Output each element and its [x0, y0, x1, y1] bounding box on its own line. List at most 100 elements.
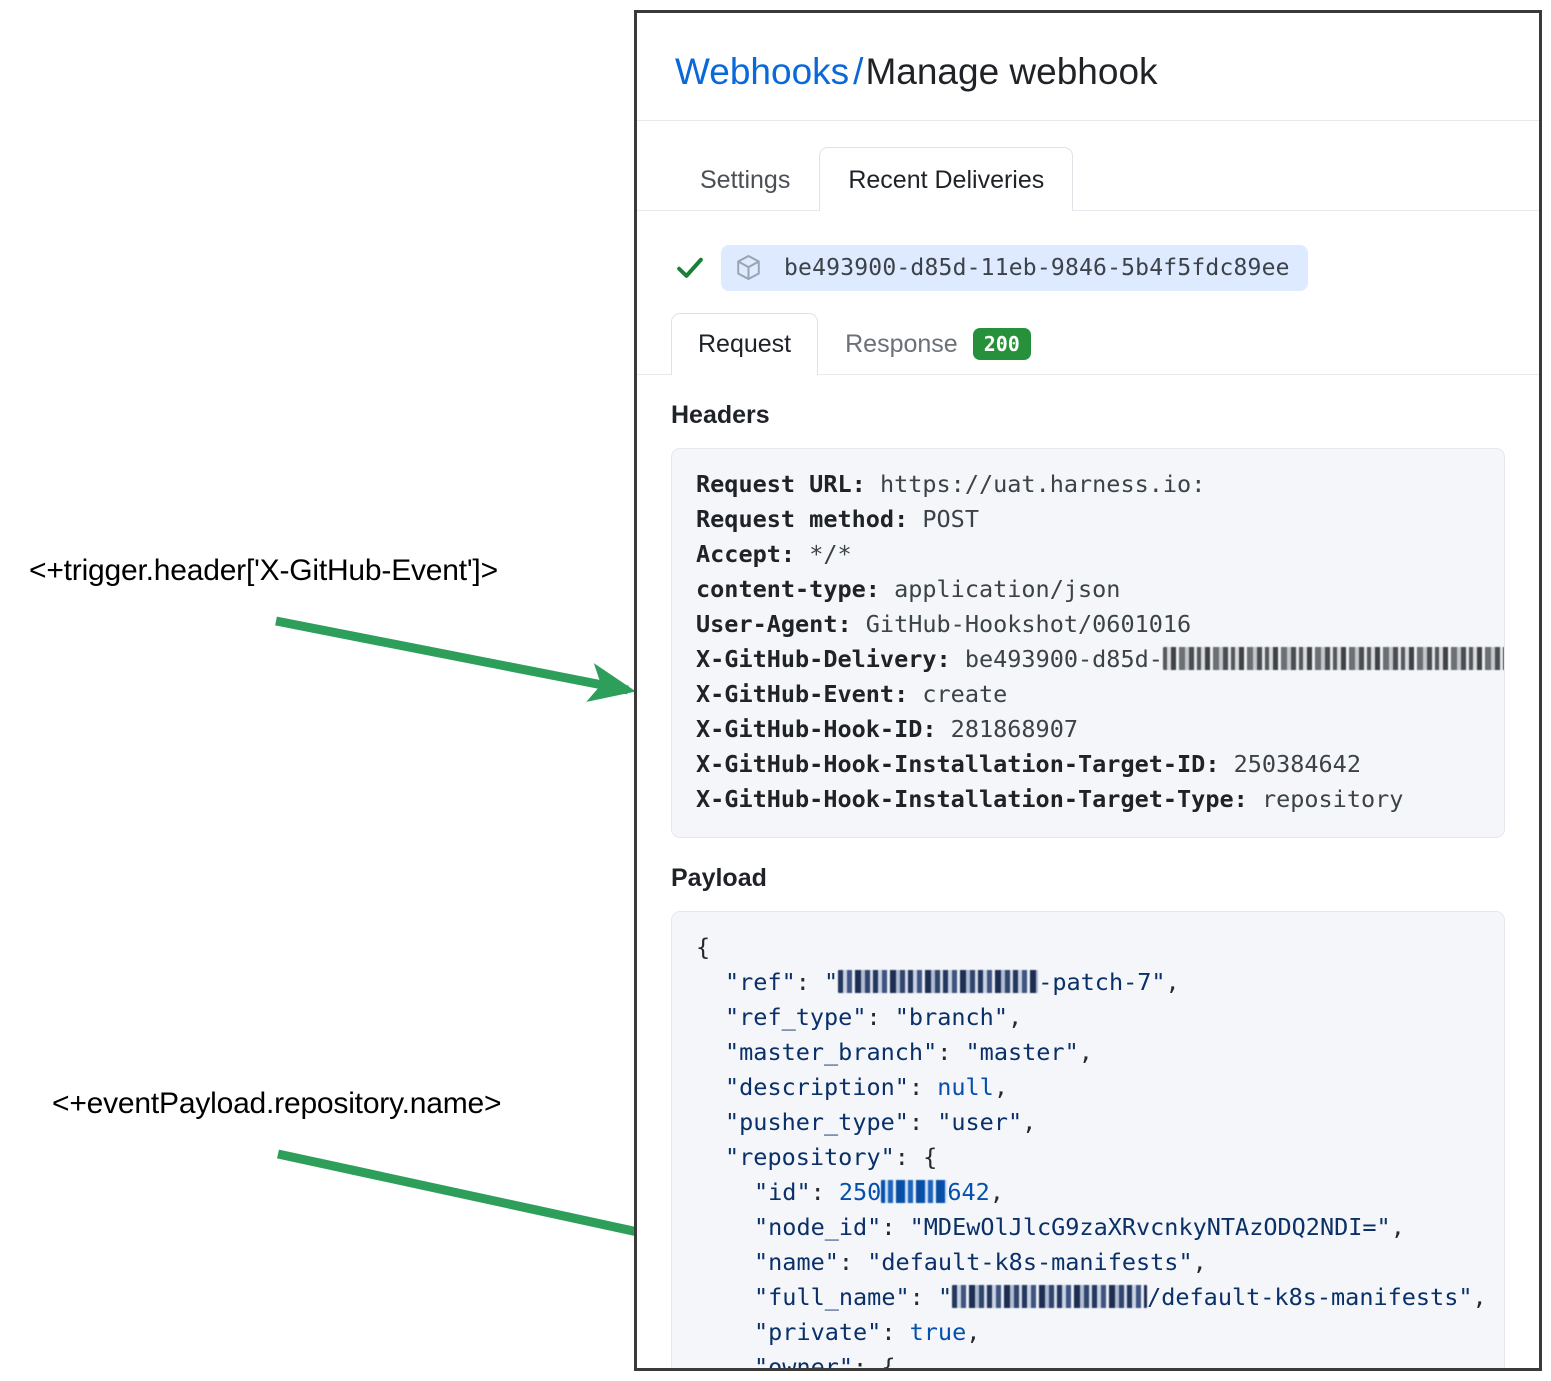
payload-token: ,	[993, 1072, 1008, 1101]
tab-recent-deliveries[interactable]: Recent Deliveries	[819, 146, 1074, 212]
payload-token: ,	[966, 1317, 981, 1346]
header-value: https://uat.harness.io:	[879, 469, 1206, 498]
header-key: Request URL:	[696, 469, 880, 498]
payload-line: "pusher_type": "user",	[696, 1105, 1482, 1140]
payload-token: ,	[1192, 1247, 1207, 1276]
webhook-tabs: Settings Recent Deliveries	[637, 146, 1539, 212]
header-value: POST	[922, 504, 979, 533]
payload-token: "name"	[754, 1247, 839, 1276]
payload-token: "full_name"	[754, 1282, 910, 1311]
breadcrumb-link-webhooks[interactable]: Webhooks	[675, 51, 850, 92]
header-key: X-GitHub-Hook-Installation-Target-ID:	[696, 749, 1234, 778]
check-icon	[677, 257, 703, 278]
payload-token: : {	[894, 1142, 938, 1171]
payload-token: "MDEwOlJlcG9zaXRvcnkyNTAzODQ2NDI="	[909, 1212, 1391, 1241]
payload-token: :	[881, 1317, 910, 1346]
payload-token: "	[824, 967, 839, 996]
payload-token: null	[937, 1072, 994, 1101]
payload-code-block: {"ref": "-patch-7","ref_type": "branch",…	[671, 910, 1505, 1371]
header-key: Accept:	[696, 539, 810, 568]
payload-token: "ref"	[725, 967, 796, 996]
payload-token: :	[909, 1282, 938, 1311]
header-key: content-type:	[696, 574, 895, 603]
redacted-value	[952, 1284, 1148, 1308]
headers-code-block: Request URL: https://uat.harness.io:Requ…	[671, 447, 1505, 838]
payload-line: "private": true,	[696, 1315, 1482, 1350]
redacted-value	[881, 1179, 948, 1203]
header-row: X-GitHub-Delivery: be493900-d85d-	[696, 642, 1504, 677]
payload-token: 250	[838, 1177, 882, 1206]
header-value: GitHub-Hookshot/0601016	[865, 609, 1192, 638]
payload-token: "pusher_type"	[725, 1107, 909, 1136]
payload-token: "master"	[965, 1037, 1079, 1066]
payload-token: "branch"	[894, 1002, 1008, 1031]
payload-token: {	[696, 932, 711, 961]
payload-token: :	[866, 1002, 895, 1031]
header-row: X-GitHub-Hook-Installation-Target-ID: 25…	[696, 747, 1482, 782]
payload-line: "master_branch": "master",	[696, 1035, 1482, 1070]
header-row: User-Agent: GitHub-Hookshot/0601016	[696, 607, 1482, 642]
breadcrumb: Webhooks/Manage webhook	[637, 13, 1539, 94]
payload-token: ,	[1165, 967, 1180, 996]
redacted-value	[838, 969, 1039, 993]
header-key: X-GitHub-Event:	[696, 679, 923, 708]
header-value: application/json	[894, 574, 1121, 603]
payload-line: "ref_type": "branch",	[696, 1000, 1482, 1035]
payload-token: :	[810, 1177, 839, 1206]
payload-token: "	[937, 1282, 953, 1311]
header-value: */*	[809, 539, 852, 568]
cube-icon	[737, 255, 760, 280]
payload-token: :	[937, 1037, 966, 1066]
payload-token: :	[908, 1072, 938, 1101]
payload-token: "master_branch"	[725, 1037, 938, 1066]
header-row: Request URL: https://uat.harness.io:	[696, 467, 1482, 502]
header-row: X-GitHub-Hook-ID: 281868907	[696, 712, 1482, 747]
payload-token: ,	[989, 1177, 1004, 1206]
payload-line: "ref": " -patch-7",	[696, 965, 1482, 1000]
payload-token: "default-k8s-manifests"	[867, 1247, 1193, 1276]
payload-token: :	[838, 1247, 868, 1276]
payload-token: -patch-7"	[1038, 967, 1166, 996]
header-key: X-GitHub-Delivery:	[696, 644, 965, 673]
payload-token: true	[909, 1317, 967, 1346]
header-key: Request method:	[696, 504, 923, 533]
annotation-label-trigger-header: <+trigger.header['X-GitHub-Event']>	[29, 554, 498, 587]
payload-token: "ref_type"	[725, 1002, 867, 1031]
payload-token: "user"	[937, 1107, 1023, 1136]
header-value: 281868907	[950, 714, 1079, 743]
tabs-underline	[637, 209, 1539, 211]
payload-line: "node_id": "MDEwOlJlcG9zaXRvcnkyNTAzODQ2…	[696, 1210, 1482, 1245]
payload-token: ,	[1007, 1002, 1023, 1031]
payload-token: "node_id"	[754, 1212, 882, 1241]
breadcrumb-separator: /	[853, 51, 864, 92]
redacted-value	[1162, 646, 1504, 670]
delivery-row[interactable]: be493900-d85d-11eb-9846-5b4f5fdc89ee	[675, 244, 1539, 291]
header-divider	[637, 119, 1539, 121]
tab-response[interactable]: Response 200	[818, 313, 1058, 375]
payload-line: "name": "default-k8s-manifests",	[696, 1245, 1482, 1280]
tab-request[interactable]: Request	[671, 312, 819, 376]
header-row: Accept: */*	[696, 537, 1482, 572]
tab-settings[interactable]: Settings	[700, 165, 791, 194]
payload-token: : {	[853, 1352, 896, 1371]
header-row: X-GitHub-Event: create	[696, 677, 1482, 712]
webhook-panel: Webhooks/Manage webhook Settings Recent …	[634, 10, 1542, 1371]
payload-line: "owner": {	[696, 1350, 1482, 1371]
annotation-arrow-trigger-header	[275, 616, 636, 702]
header-row: X-GitHub-Hook-Installation-Target-Type: …	[696, 782, 1482, 817]
page-title: Manage webhook	[865, 51, 1158, 92]
status-badge: 200	[972, 328, 1031, 361]
header-row: content-type: application/json	[696, 572, 1482, 607]
payload-token: "owner"	[754, 1352, 854, 1371]
payload-token: ,	[1078, 1037, 1093, 1066]
delivery-id-text: be493900-d85d-11eb-9846-5b4f5fdc89ee	[784, 254, 1290, 281]
payload-token: :	[795, 967, 825, 996]
header-key: X-GitHub-Hook-ID:	[696, 714, 951, 743]
payload-token: /default-k8s-manifests"	[1147, 1282, 1473, 1311]
payload-line: "full_name": "/default-k8s-manifests",	[696, 1280, 1487, 1315]
header-value: create	[922, 679, 1008, 708]
annotation-label-event-payload: <+eventPayload.repository.name>	[52, 1087, 502, 1120]
delivery-id-pill[interactable]: be493900-d85d-11eb-9846-5b4f5fdc89ee	[721, 244, 1308, 291]
request-response-tabs: Request Response 200	[637, 312, 1539, 376]
